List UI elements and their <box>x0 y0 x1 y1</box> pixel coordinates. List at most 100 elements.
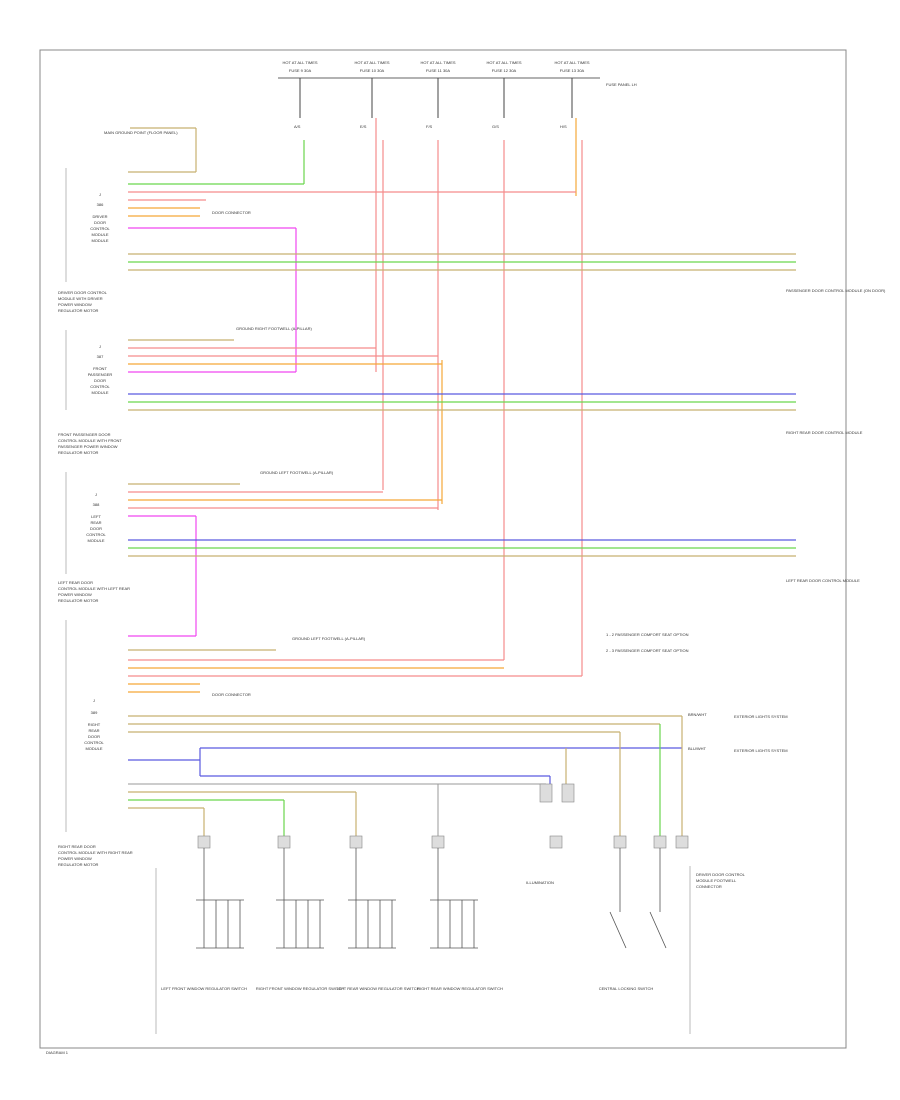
switch-label: RIGHT REAR WINDOW REGULATOR SWITCH <box>417 986 503 991</box>
central-locking-switch <box>609 848 667 949</box>
module-text: REAR <box>88 728 99 733</box>
bottom-connectors <box>197 783 689 849</box>
right-target-label: RIGHT REAR DOOR CONTROL MODULE <box>786 430 863 435</box>
module-caption: DRIVER DOOR CONTROL <box>58 290 108 295</box>
module-caption: PASSENGER POWER WINDOW <box>58 444 118 449</box>
wire-label: BLU/WHT <box>688 746 707 751</box>
module-text: 388 <box>93 502 100 507</box>
module-text: CONTROL <box>86 532 106 537</box>
ground-label: GROUND LEFT FOOTWELL (A-PILLAR) <box>292 636 366 641</box>
module-text: DRIVER <box>92 214 107 219</box>
module-text: 387 <box>97 354 104 359</box>
module-text: LEFT <box>91 514 101 519</box>
right-target-label: PASSENGER DOOR CONTROL MODULE (ON DOOR) <box>786 288 886 293</box>
module-caption: MODULE FOOTWELL <box>696 878 737 883</box>
fuse-name: FUSE 13 30A <box>560 68 585 73</box>
module-driver-door: J 386 DRIVER DOOR CONTROL MODULE MODULE … <box>58 168 796 372</box>
fuse-3: HOT AT ALL TIMES FUSE 11 30A F/S <box>420 60 455 129</box>
module-caption: REGULATOR MOTOR <box>58 598 99 603</box>
fuse-name: FUSE 11 30A <box>426 68 450 73</box>
fuse-5: HOT AT ALL TIMES FUSE 13 30A H/S <box>554 60 589 129</box>
module-caption: REGULATOR MOTOR <box>58 862 99 867</box>
module-caption: REGULATOR MOTOR <box>58 308 99 313</box>
module-caption: REGULATOR MOTOR <box>58 450 99 455</box>
module-caption: POWER WINDOW <box>58 302 92 307</box>
legend-item: 2 - 3 PASSENGER COMFORT SEAT OPTION <box>606 648 689 653</box>
module-text: MODULE <box>85 746 102 751</box>
bottom-right-module: DRIVER DOOR CONTROL MODULE FOOTWELL CONN… <box>689 866 746 1034</box>
fuse-panel: HOT AT ALL TIMES FUSE 9 30A A/S HOT AT A… <box>278 60 637 129</box>
fuse-name: FUSE 9 30A <box>289 68 312 73</box>
fuse-name: FUSE 10 30A <box>360 68 385 73</box>
fuse-panel-label: FUSE PANEL LH <box>606 82 637 87</box>
module-text: MODULE <box>91 238 108 243</box>
module-text: CONTROL <box>90 226 110 231</box>
module-text: 386 <box>97 202 104 207</box>
switch-left-front <box>196 848 244 949</box>
module-right-rear-door: J 389 RIGHT REAR DOOR CONTROL MODULE RIG… <box>58 620 683 867</box>
module-text: 389 <box>91 710 98 715</box>
module-caption: FRONT PASSENGER DOOR <box>58 432 111 437</box>
switch-right-rear <box>430 848 478 949</box>
module-text: FRONT <box>93 366 107 371</box>
door-connector-note: DOOR CONNECTOR <box>212 210 251 215</box>
fuse-pin: G/S <box>492 124 499 129</box>
fuse-pin: H/S <box>560 124 567 129</box>
module-text: DOOR <box>88 734 100 739</box>
module-text: CONTROL <box>90 384 110 389</box>
module-caption: RIGHT REAR DOOR <box>58 844 96 849</box>
module-left-rear-door: J 388 LEFT REAR DOOR CONTROL MODULE LEFT… <box>58 470 796 636</box>
switch-label: LEFT FRONT WINDOW REGULATOR SWITCH <box>161 986 247 991</box>
module-text: PASSENGER <box>88 372 113 377</box>
module-text: REAR <box>90 520 101 525</box>
fuse-4: HOT AT ALL TIMES FUSE 12 30A G/S <box>486 60 521 129</box>
top-ground: MAIN GROUND POINT (FLOOR PANEL) <box>104 127 197 173</box>
fuse-1: HOT AT ALL TIMES FUSE 9 30A A/S <box>282 60 317 129</box>
diagram-frame <box>39 49 847 1049</box>
switch-left-rear <box>348 848 396 949</box>
module-caption: CONNECTOR <box>696 884 722 889</box>
module-text: MODULE <box>91 232 108 237</box>
fuse-pin: E/S <box>360 124 367 129</box>
module-text: DOOR <box>94 220 106 225</box>
fuse-label: HOT AT ALL TIMES <box>354 60 389 65</box>
fuse-2: HOT AT ALL TIMES FUSE 10 30A E/S <box>354 60 389 129</box>
door-connector-note: DOOR CONNECTOR <box>212 692 251 697</box>
module-front-passenger-door: J 387 FRONT PASSENGER DOOR CONTROL MODUL… <box>58 326 796 455</box>
module-text: J <box>93 698 95 703</box>
fuse-label: HOT AT ALL TIMES <box>486 60 521 65</box>
module-text: CONTROL <box>84 740 104 745</box>
module-caption: POWER WINDOW <box>58 592 92 597</box>
fuse-name: FUSE 12 30A <box>492 68 517 73</box>
module-text: J <box>99 192 101 197</box>
module-text: J <box>95 492 97 497</box>
fuse-label: HOT AT ALL TIMES <box>420 60 455 65</box>
central-switch-label: CENTRAL LOCKING SWITCH <box>599 986 654 991</box>
switch-label: LEFT REAR WINDOW REGULATOR SWITCH <box>336 986 419 991</box>
module-caption: MODULE WITH DRIVER <box>58 296 103 301</box>
module-text: DOOR <box>94 378 106 383</box>
target-label: EXTERIOR LIGHTS SYSTEM <box>734 714 788 719</box>
fuse-pin: A/S <box>294 124 301 129</box>
module-text: DOOR <box>90 526 102 531</box>
module-text: J <box>99 344 101 349</box>
footer-id: DIAGRAM 1 <box>46 1050 69 1055</box>
legend-item: 1 - 2 PASSENGER COMFORT SEAT OPTION <box>606 632 689 637</box>
window-switches <box>196 848 667 949</box>
fuse-label: HOT AT ALL TIMES <box>282 60 317 65</box>
module-caption: DRIVER DOOR CONTROL <box>696 872 746 877</box>
module-caption: CONTROL MODULE WITH FRONT <box>58 438 122 443</box>
center-note: ILLUMINATION <box>526 880 554 885</box>
wire-label: BRN/WHT <box>688 712 707 717</box>
fuse-label: HOT AT ALL TIMES <box>554 60 589 65</box>
module-caption: CONTROL MODULE WITH RIGHT REAR <box>58 850 133 855</box>
legend: 1 - 2 PASSENGER COMFORT SEAT OPTION 2 - … <box>606 632 689 653</box>
exterior-lights-targets: BRN/WHT EXTERIOR LIGHTS SYSTEM BLU/WHT E… <box>688 712 788 753</box>
target-label: EXTERIOR LIGHTS SYSTEM <box>734 748 788 753</box>
module-caption: CONTROL MODULE WITH LEFT REAR <box>58 586 130 591</box>
ground-top-label: MAIN GROUND POINT (FLOOR PANEL) <box>104 130 178 135</box>
switch-right-front <box>276 848 324 949</box>
module-text: MODULE <box>91 390 108 395</box>
ground-label: GROUND RIGHT FOOTWELL (A-PILLAR) <box>236 326 312 331</box>
